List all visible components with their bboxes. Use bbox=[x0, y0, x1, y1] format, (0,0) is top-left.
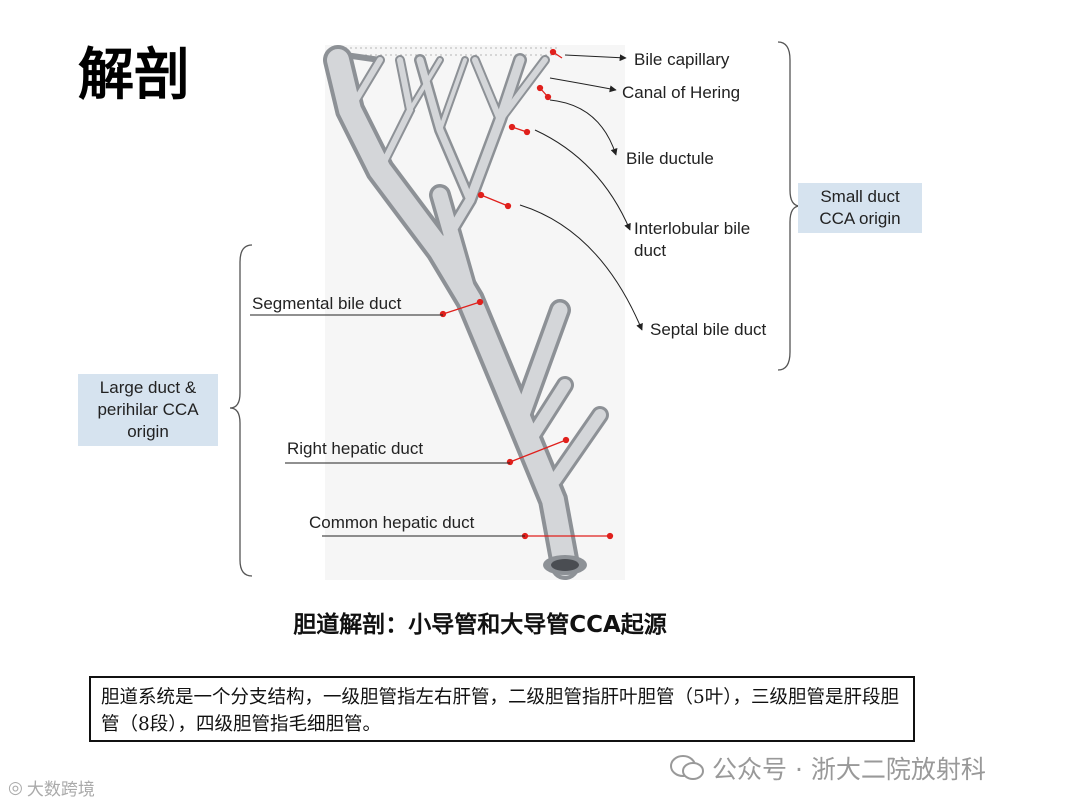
large-box-line3: origin bbox=[127, 421, 169, 443]
label-common-hepatic: Common hepatic duct bbox=[309, 513, 474, 533]
bile-duct-diagram bbox=[0, 0, 1080, 600]
large-box-line1: Large duct & bbox=[100, 377, 196, 399]
watermark-text: 公众号 · 浙大二院放射科 bbox=[712, 750, 986, 786]
label-right-hepatic: Right hepatic duct bbox=[287, 439, 423, 459]
large-duct-brace bbox=[230, 245, 252, 576]
small-box-line2: CCA origin bbox=[819, 208, 900, 230]
watermark: 公众号 · 浙大二院放射科 bbox=[670, 750, 986, 786]
label-segmental: Segmental bile duct bbox=[252, 294, 401, 314]
figure-caption: 胆道解剖：小导管和大导管CCA起源 bbox=[0, 605, 960, 639]
small-duct-box: Small duct CCA origin bbox=[798, 183, 922, 233]
duct-lumen bbox=[551, 559, 579, 571]
small-duct-brace bbox=[778, 42, 800, 370]
note-box: 胆道系统是一个分支结构，一级胆管指左右肝管，二级胆管指肝叶胆管（5叶），三级胆管… bbox=[89, 676, 915, 742]
label-bile-capillary: Bile capillary bbox=[634, 50, 729, 70]
label-septal: Septal bile duct bbox=[650, 320, 766, 340]
label-interlobular-2: duct bbox=[634, 241, 666, 261]
large-duct-box: Large duct & perihilar CCA origin bbox=[78, 374, 218, 446]
small-box-line1: Small duct bbox=[820, 186, 899, 208]
large-box-line2: perihilar CCA bbox=[97, 399, 198, 421]
label-interlobular-1: Interlobular bile bbox=[634, 219, 750, 239]
wechat-icon bbox=[670, 754, 704, 782]
brand-text: 大数跨境 bbox=[27, 775, 95, 800]
brand-mark: ◎ 大数跨境 bbox=[8, 775, 95, 800]
label-canal-of-hering: Canal of Hering bbox=[622, 83, 740, 103]
label-bile-ductule: Bile ductule bbox=[626, 149, 714, 169]
brand-logo-icon: ◎ bbox=[8, 778, 23, 798]
